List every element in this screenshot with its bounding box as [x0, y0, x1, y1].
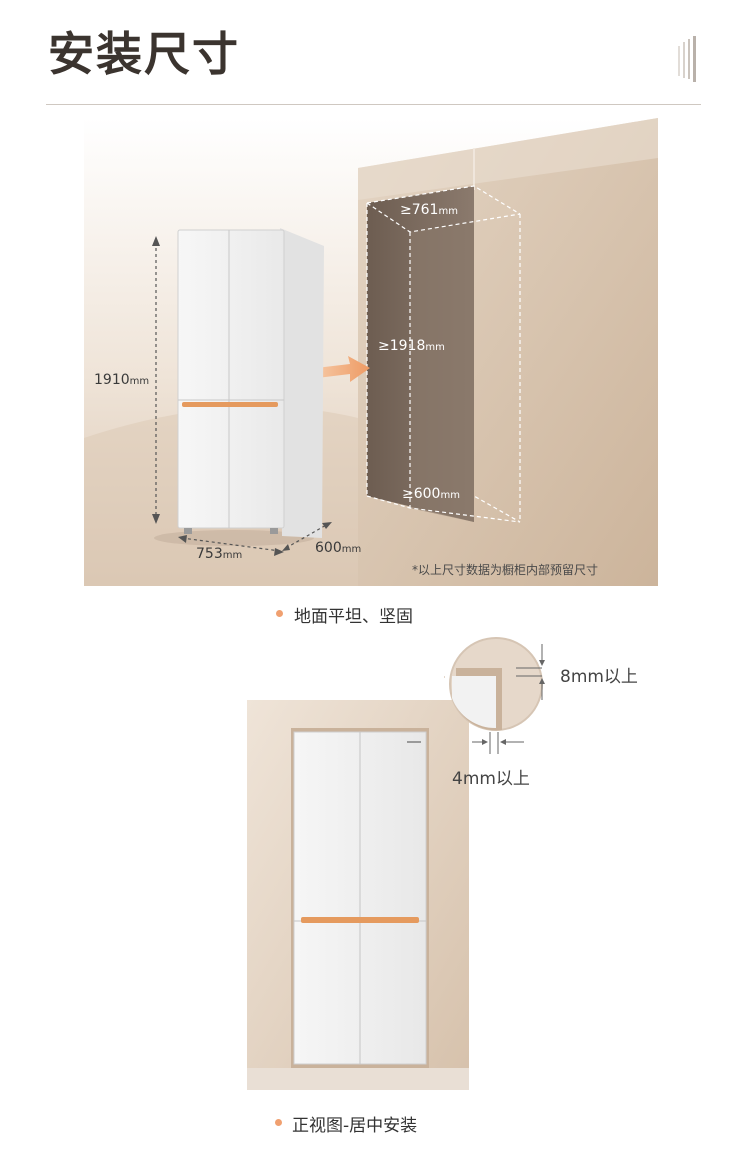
dimension-footnote: *以上尺寸数据为橱柜内部预留尺寸	[412, 563, 599, 577]
caption-bullet	[276, 610, 283, 617]
cabinet-width-label: ≥761mm	[400, 202, 458, 218]
gap-detail-zoom	[444, 637, 545, 754]
decorative-stripes-icon	[678, 36, 696, 82]
cabinet-height-label: ≥1918mm	[378, 338, 445, 354]
fridge-height-label: 1910mm	[94, 372, 150, 388]
fridge-width-label: 753mm	[196, 546, 243, 562]
caption-floor: 地面平坦、坚固	[294, 607, 413, 627]
title-divider	[46, 104, 701, 105]
installation-scene	[84, 118, 658, 586]
page-title: 安装尺寸	[48, 27, 240, 81]
top-gap-label: 8mm以上	[560, 667, 638, 687]
caption-front-view: 正视图-居中安装	[292, 1116, 418, 1136]
caption-bullet	[275, 1119, 282, 1126]
side-gap-label: 4mm以上	[452, 769, 530, 789]
fridge-depth-label: 600mm	[315, 540, 362, 556]
front-view-scene	[247, 700, 469, 1090]
cabinet-depth-label: ≥600mm	[402, 486, 460, 502]
